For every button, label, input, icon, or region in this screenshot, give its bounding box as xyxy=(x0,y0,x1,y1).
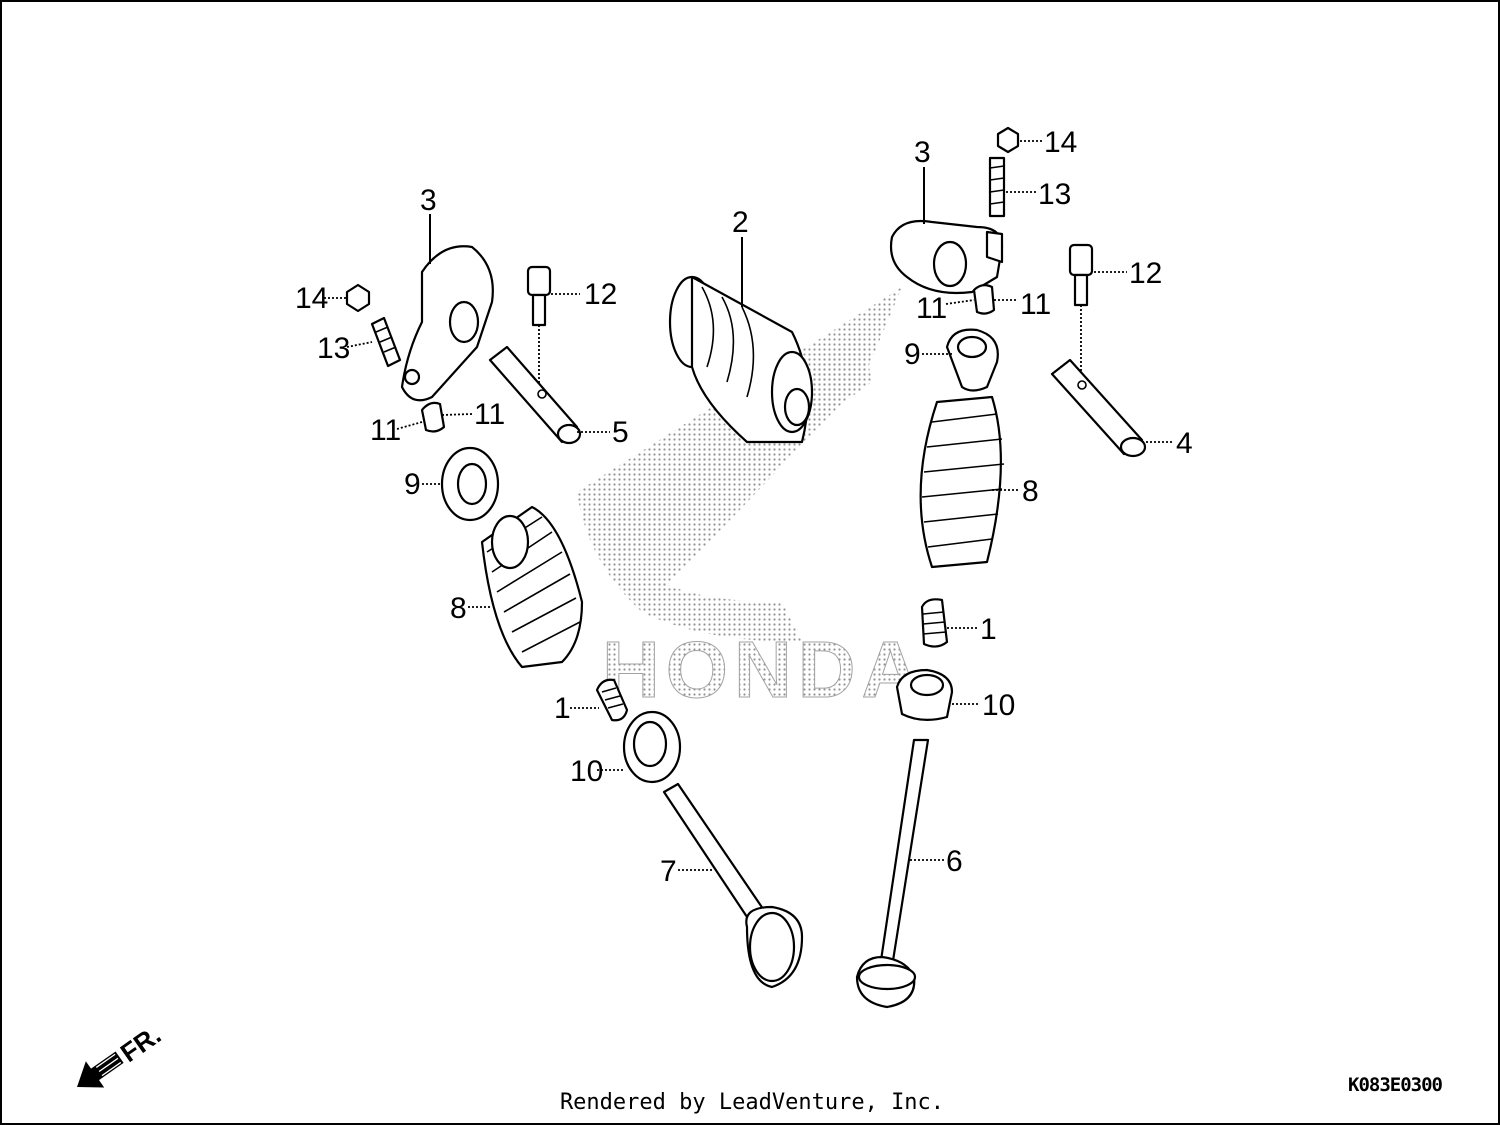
callout-13-left: 13 xyxy=(317,332,350,365)
callout-9-right: 9 xyxy=(904,338,921,371)
valve-cotter-right-part xyxy=(972,283,996,315)
camshaft-part xyxy=(668,275,814,444)
spring-seat-right-part xyxy=(895,668,954,721)
leader-lines xyxy=(324,140,1174,871)
callout-7: 7 xyxy=(660,855,677,888)
callout-11-right-a: 11 xyxy=(916,292,947,325)
front-indicator-label: FR. xyxy=(115,1019,167,1068)
callout-14-right: 14 xyxy=(1044,126,1077,159)
callout-9-left: 9 xyxy=(404,468,421,501)
callout-1-right: 1 xyxy=(980,613,997,646)
callout-8-left: 8 xyxy=(450,592,467,625)
callout-11-left-b: 11 xyxy=(474,398,505,431)
callout-5: 5 xyxy=(612,416,629,449)
callout-10-right: 10 xyxy=(982,689,1015,722)
rocker-arm-right-part xyxy=(889,219,1004,295)
callout-10-left: 10 xyxy=(570,755,603,788)
lock-nut-left-part xyxy=(345,283,371,313)
callout-12-right: 12 xyxy=(1129,257,1162,290)
diagram-code: K083E0300 xyxy=(1348,1074,1443,1096)
stem-seal-left-part xyxy=(595,678,629,722)
callout-labels: 3 3 2 14 14 13 13 11 11 11 11 12 12 5 4 … xyxy=(295,126,1193,888)
spring-seat-left-part xyxy=(622,710,682,784)
callout-1-left: 1 xyxy=(554,692,571,725)
valve-right-part xyxy=(855,738,930,1009)
stem-seal-right-part xyxy=(920,598,949,648)
honda-wing-watermark-icon: HONDA xyxy=(577,287,925,715)
valve-spring-right-part xyxy=(919,395,1005,569)
bolt-left-part xyxy=(526,265,552,392)
rocker-shaft-left-part xyxy=(488,345,582,445)
callout-8-right: 8 xyxy=(1022,475,1039,508)
callout-13-right: 13 xyxy=(1038,178,1071,211)
valve-left-part xyxy=(662,782,804,989)
rocker-arm-left-part xyxy=(400,245,494,402)
callout-11-left-a: 11 xyxy=(370,414,401,447)
callout-11-right-b: 11 xyxy=(1020,288,1051,321)
spring-retainer-left-part xyxy=(440,446,500,522)
adjusting-screw-left-part xyxy=(370,316,402,368)
lock-nut-right-part xyxy=(996,126,1020,154)
callout-12-left: 12 xyxy=(584,278,617,311)
spring-retainer-right-part xyxy=(945,328,999,392)
callout-2: 2 xyxy=(732,206,749,239)
adjusting-screw-right-part xyxy=(988,156,1006,218)
front-direction-arrow-icon: FR. xyxy=(77,1019,167,1088)
callout-6: 6 xyxy=(946,845,963,878)
honda-watermark-text: HONDA xyxy=(602,625,925,714)
callout-4: 4 xyxy=(1176,427,1193,460)
callout-3-left: 3 xyxy=(420,184,437,217)
callout-3-right: 3 xyxy=(914,136,931,169)
callout-14-left: 14 xyxy=(295,282,328,315)
valve-cotter-left-part xyxy=(420,401,446,433)
rocker-shaft-right-part xyxy=(1050,358,1147,458)
bolt-right-part xyxy=(1068,243,1094,377)
footer-credit: Rendered by LeadVenture, Inc. xyxy=(559,1090,945,1115)
valve-spring-left-part xyxy=(480,505,584,669)
